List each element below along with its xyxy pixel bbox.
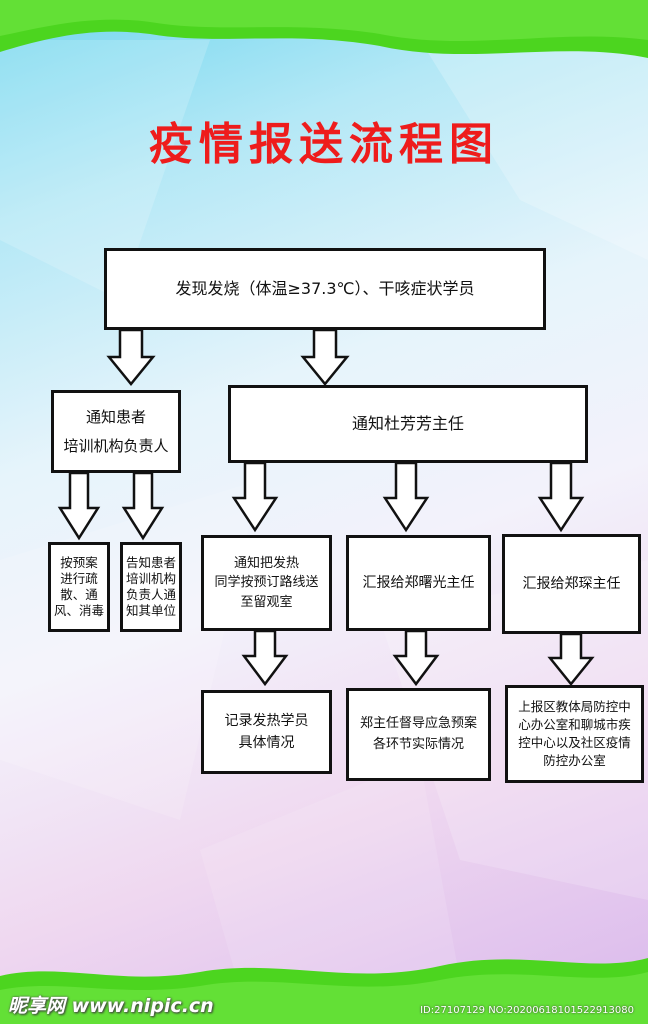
arrow-top-to-patient	[106, 328, 156, 386]
arrow-observation-to-record	[241, 629, 289, 687]
node-report-zheng-label: 汇报给郑曙光主任	[362, 574, 475, 591]
arrow-director-to-observation	[231, 461, 279, 533]
node-report-upper-label: 上报区教体局防控中 心办公室和聊城市疾 控中心以及社区疫情 防控办公室	[518, 698, 631, 769]
arrow-zheng-to-supervise	[392, 629, 440, 687]
arrow-patient-to-inform	[121, 471, 165, 541]
node-notify-patient-label: 通知患者 培训机构负责人	[63, 408, 169, 455]
node-notify-director-label: 通知杜芳芳主任	[351, 414, 464, 434]
arrow-director-to-zheng	[382, 461, 430, 533]
node-inform-unit-label: 告知患者 培训机构 负责人通 知其单位	[125, 554, 176, 619]
node-supervise-plan-label: 郑主任督导应急预案 各环节实际情况	[359, 715, 477, 752]
arrow-zhengchen-to-report	[547, 632, 595, 686]
watermark-id: ID:27107129 NO:20200618101522913080	[420, 1005, 634, 1016]
node-report-zheng-chen: 汇报给郑琛主任	[502, 534, 641, 634]
node-report-zheng-chen-label: 汇报给郑琛主任	[522, 575, 621, 592]
arrow-patient-to-plan	[57, 471, 101, 541]
node-send-to-observation: 通知把发热 同学按预订路线送 至留观室	[201, 535, 332, 631]
node-inform-unit: 告知患者 培训机构 负责人通 知其单位	[120, 542, 182, 632]
arrow-director-to-zhengchen	[537, 461, 585, 533]
node-record-situation: 记录发热学员 具体情况	[201, 690, 332, 774]
watermark-logo: 昵享网 www.nipic.cn	[8, 995, 214, 1017]
node-notify-director: 通知杜芳芳主任	[228, 385, 588, 463]
node-report-upper: 上报区教体局防控中 心办公室和聊城市疾 控中心以及社区疫情 防控办公室	[505, 685, 644, 783]
node-record-situation-label: 记录发热学员 具体情况	[224, 712, 309, 751]
node-fever-detected-label: 发现发烧（体温≥37.3℃）、干咳症状学员	[175, 279, 475, 299]
node-plan-evacuate-label: 按预案 进行疏 散、通 风、消毒	[53, 554, 104, 619]
node-send-to-observation-label: 通知把发热 同学按预订路线送 至留观室	[214, 555, 319, 610]
node-plan-evacuate: 按预案 进行疏 散、通 风、消毒	[48, 542, 110, 632]
arrow-top-to-director	[300, 328, 350, 386]
node-supervise-plan: 郑主任督导应急预案 各环节实际情况	[346, 688, 491, 781]
node-fever-detected: 发现发烧（体温≥37.3℃）、干咳症状学员	[104, 248, 546, 330]
node-report-zheng: 汇报给郑曙光主任	[346, 535, 491, 631]
node-notify-patient: 通知患者 培训机构负责人	[51, 390, 181, 473]
page-title: 疫情报送流程图	[149, 119, 499, 170]
